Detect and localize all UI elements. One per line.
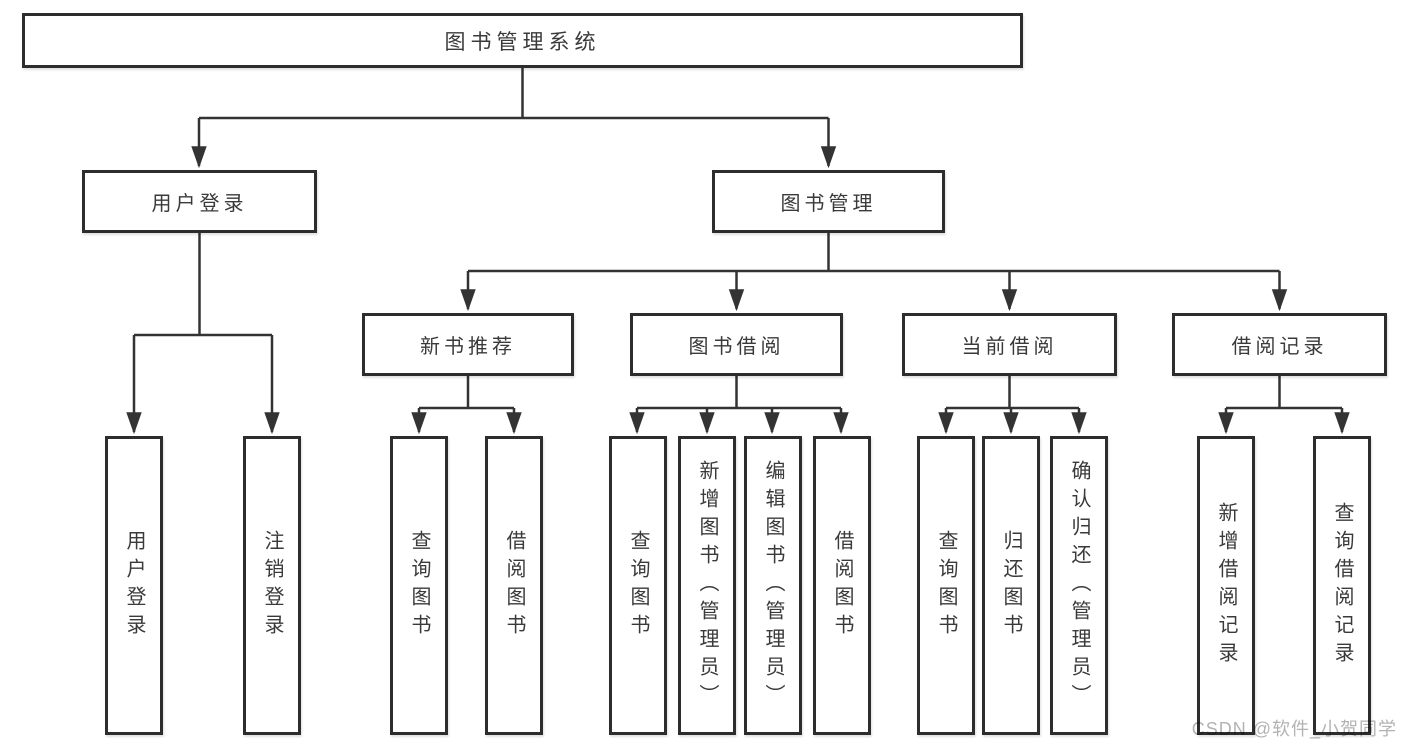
node-borrowing-records: 借阅记录 — [1172, 313, 1387, 376]
leaf-query-borrow-record: 查询借阅记录 — [1313, 436, 1371, 735]
leaf-query-books-recommend: 查询图书 — [390, 436, 448, 735]
node-label: 图书借阅 — [688, 336, 785, 358]
node-label: 新增借阅记录 — [1215, 501, 1237, 670]
node-label: 新书推荐 — [420, 336, 516, 358]
node-library-management-system: 图书管理系统 — [22, 13, 1023, 68]
node-book-borrowing: 图书借阅 — [630, 313, 843, 376]
leaf-edit-books-admin: 编辑图书（管理员） — [744, 436, 802, 735]
node-user-login: 用户登录 — [82, 170, 317, 233]
leaf-query-books-borrowing: 查询图书 — [609, 436, 667, 735]
node-label: 新增图书（管理员） — [696, 459, 718, 712]
leaf-logout: 注销登录 — [243, 436, 301, 735]
node-label: 用户登录 — [151, 193, 248, 215]
node-label: 图书管理系统 — [444, 30, 601, 54]
leaf-user-login: 用户登录 — [105, 436, 163, 735]
node-label: 归还图书 — [1000, 529, 1022, 642]
csdn-watermark: CSDN @软件_小贺同学 — [1191, 719, 1397, 739]
node-label: 确认归还（管理员） — [1068, 459, 1090, 712]
leaf-add-borrow-record: 新增借阅记录 — [1197, 436, 1255, 735]
leaf-return-books: 归还图书 — [982, 436, 1040, 735]
node-label: 查询图书 — [408, 529, 430, 642]
node-current-borrowing: 当前借阅 — [902, 313, 1117, 376]
leaf-add-books-admin: 新增图书（管理员） — [678, 436, 736, 735]
node-label: 查询借阅记录 — [1331, 501, 1353, 670]
node-label: 用户登录 — [123, 529, 145, 642]
node-label: 注销登录 — [261, 529, 283, 642]
leaf-query-books-current: 查询图书 — [917, 436, 975, 735]
node-label: 查询图书 — [627, 529, 649, 642]
node-new-book-recommendation: 新书推荐 — [362, 313, 574, 376]
node-label: 借阅图书 — [503, 529, 525, 642]
node-book-management: 图书管理 — [712, 170, 945, 233]
node-label: 借阅记录 — [1231, 336, 1328, 358]
node-label: 图书管理 — [780, 193, 877, 215]
leaf-confirm-return-admin: 确认归还（管理员） — [1050, 436, 1108, 735]
leaf-borrow-books-recommend: 借阅图书 — [485, 436, 543, 735]
node-label: 当前借阅 — [961, 336, 1058, 358]
node-label: 编辑图书（管理员） — [762, 459, 784, 712]
node-label: 查询图书 — [935, 529, 957, 642]
node-label: 借阅图书 — [831, 529, 853, 642]
leaf-borrow-books-borrowing: 借阅图书 — [813, 436, 871, 735]
